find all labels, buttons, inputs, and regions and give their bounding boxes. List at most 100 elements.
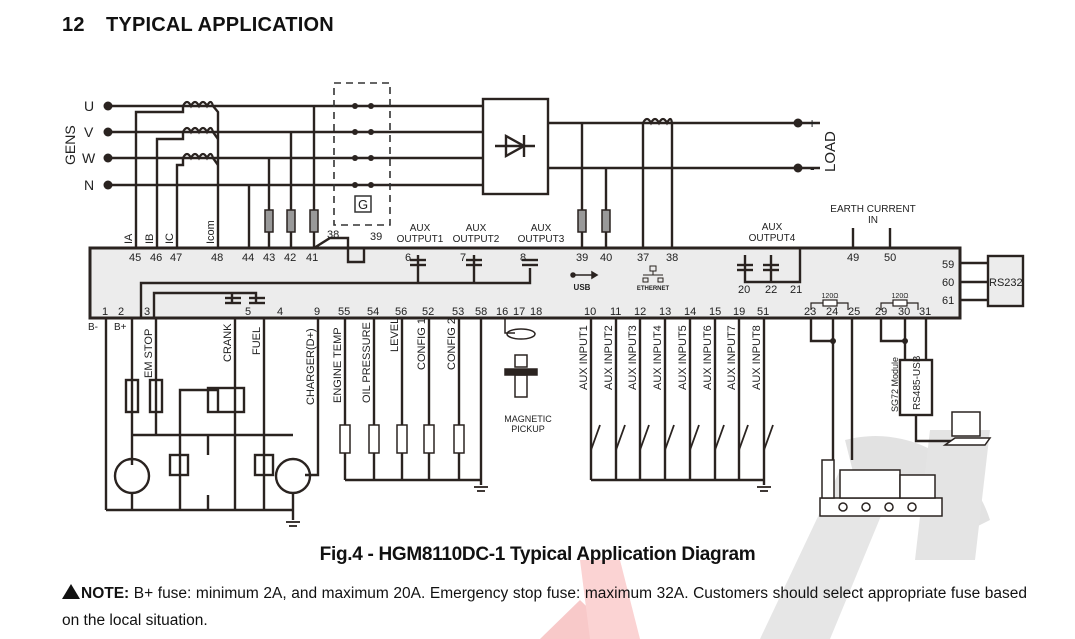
resistor-label: 120Ω <box>822 293 839 300</box>
pin-label: 21 <box>790 284 802 296</box>
aux-output4-label: OUTPUT4 <box>749 233 796 244</box>
phase-label: N <box>84 177 94 193</box>
earth-current-label: EARTH CURRENT <box>830 204 915 215</box>
sensor-label: LEVEL <box>389 318 401 352</box>
sg72-module-label: SG72 Module <box>890 357 900 412</box>
section-number: 12 <box>62 14 85 36</box>
pin-label: 25 <box>848 306 860 318</box>
pin-label: 48 <box>211 252 223 264</box>
pin-label: 59 <box>942 259 954 271</box>
pin-label: 41 <box>306 252 318 264</box>
sensor-label: CONFIG 2 <box>446 318 458 370</box>
ct-label: Icom <box>205 220 217 244</box>
pin-label: 24 <box>826 306 838 318</box>
breaker-contacts <box>352 103 374 188</box>
pin-label: 43 <box>263 252 275 264</box>
ground-icon <box>286 486 771 527</box>
ct-label: IC <box>164 233 176 244</box>
pin-label: 38 <box>327 229 339 241</box>
pin-label: 45 <box>129 252 141 264</box>
pin-label: 8 <box>520 252 526 264</box>
pin-label: 5 <box>245 306 251 318</box>
aux-input-label: AUX INPUT6 <box>702 325 714 390</box>
aux-output4-label: AUX <box>762 222 783 233</box>
pin-label: 7 <box>460 252 466 264</box>
sensor-resistors <box>339 424 465 454</box>
pin-label: 16 <box>496 306 508 318</box>
sensor-label: CONFIG 1 <box>416 318 428 370</box>
pin-label: 44 <box>242 252 254 264</box>
pin-label: 53 <box>452 306 464 318</box>
aux-output-label: OUTPUT1 <box>397 234 444 245</box>
terminal-label: CHARGER(D+) <box>305 328 317 405</box>
pin-label: 61 <box>942 295 954 307</box>
terminal-label: FUEL <box>251 327 263 355</box>
earth-current-label: IN <box>868 215 878 226</box>
section-title: TYPICAL APPLICATION <box>106 14 334 36</box>
fuses <box>264 209 611 233</box>
note-text: B+ fuse: minimum 2A, and maximum 20A. Em… <box>62 585 1027 629</box>
phase-label: V <box>84 124 94 140</box>
breaker-enclosure <box>333 82 391 226</box>
pin-label: 50 <box>884 252 896 264</box>
ct-label: IA <box>123 233 135 244</box>
pin-label: 20 <box>738 284 750 296</box>
pin-label: 23 <box>804 306 816 318</box>
aux-input-label: AUX INPUT1 <box>578 325 590 390</box>
pin-label: 58 <box>475 306 487 318</box>
pin-label: 39 <box>576 252 588 264</box>
aux-input-wires <box>589 318 766 485</box>
wiring <box>88 97 1025 520</box>
pin-label: 1 <box>102 306 108 318</box>
pin-label: 18 <box>530 306 542 318</box>
pin-label: 55 <box>338 306 350 318</box>
aux-input-label: AUX INPUT5 <box>677 325 689 390</box>
aux-output-label: OUTPUT3 <box>518 234 565 245</box>
relay-contacts <box>225 258 779 305</box>
terminal-label: EM STOP <box>143 329 155 378</box>
aux-output-label: OUTPUT2 <box>453 234 500 245</box>
pin-label: 40 <box>600 252 612 264</box>
pin-label: 10 <box>584 306 596 318</box>
pin-label: 3 <box>144 306 150 318</box>
phase-label: W <box>82 150 96 166</box>
ethernet-icon <box>642 265 664 283</box>
pin-label: 42 <box>284 252 296 264</box>
pin-label: 31 <box>919 306 931 318</box>
note-paragraph: NOTE: B+ fuse: minimum 2A, and maximum 2… <box>62 580 1027 634</box>
pin-label: 49 <box>847 252 859 264</box>
aux-output-label: AUX <box>466 223 487 234</box>
terminal-label: B+ <box>114 322 127 333</box>
phase-label: U <box>84 98 94 114</box>
aux-input-label: AUX INPUT3 <box>627 325 639 390</box>
aux-input-label: AUX INPUT4 <box>652 325 664 390</box>
ethernet-label: ETHERNET <box>637 286 670 292</box>
terminal-dots <box>103 101 908 344</box>
pin-label: 22 <box>765 284 777 296</box>
pin-label: 14 <box>684 306 696 318</box>
aux-input-switches <box>590 424 774 451</box>
aux-input-label: AUX INPUT7 <box>726 325 738 390</box>
pin-label: 13 <box>659 306 671 318</box>
pin-label: 11 <box>610 306 621 318</box>
load-minus: - <box>810 160 815 176</box>
pin-label: 56 <box>395 306 407 318</box>
pickup-label: PICKUP <box>511 424 545 434</box>
warning-triangle-icon <box>62 584 80 599</box>
aux-output-label: AUX <box>531 223 552 234</box>
pin-label: 17 <box>513 306 525 318</box>
aux-input-label: AUX INPUT8 <box>751 325 763 390</box>
gens-label: GENS <box>62 125 78 165</box>
figure-caption: Fig.4 - HGM8110DC-1 Typical Application … <box>319 544 756 565</box>
termination-resistors <box>810 299 919 310</box>
pickup-label: MAGNETIC <box>504 414 552 424</box>
ct-coils <box>182 100 674 161</box>
genset-icon <box>819 459 943 517</box>
ct-label: IB <box>144 234 156 244</box>
watermark-shape-red <box>580 560 640 639</box>
pin-label: 60 <box>942 277 954 289</box>
aux-input-label: AUX INPUT2 <box>603 325 615 390</box>
rs485-usb-label: RS485-USB <box>912 355 923 410</box>
pin-label: 51 <box>757 306 769 318</box>
pin-label: 37 <box>637 252 649 264</box>
